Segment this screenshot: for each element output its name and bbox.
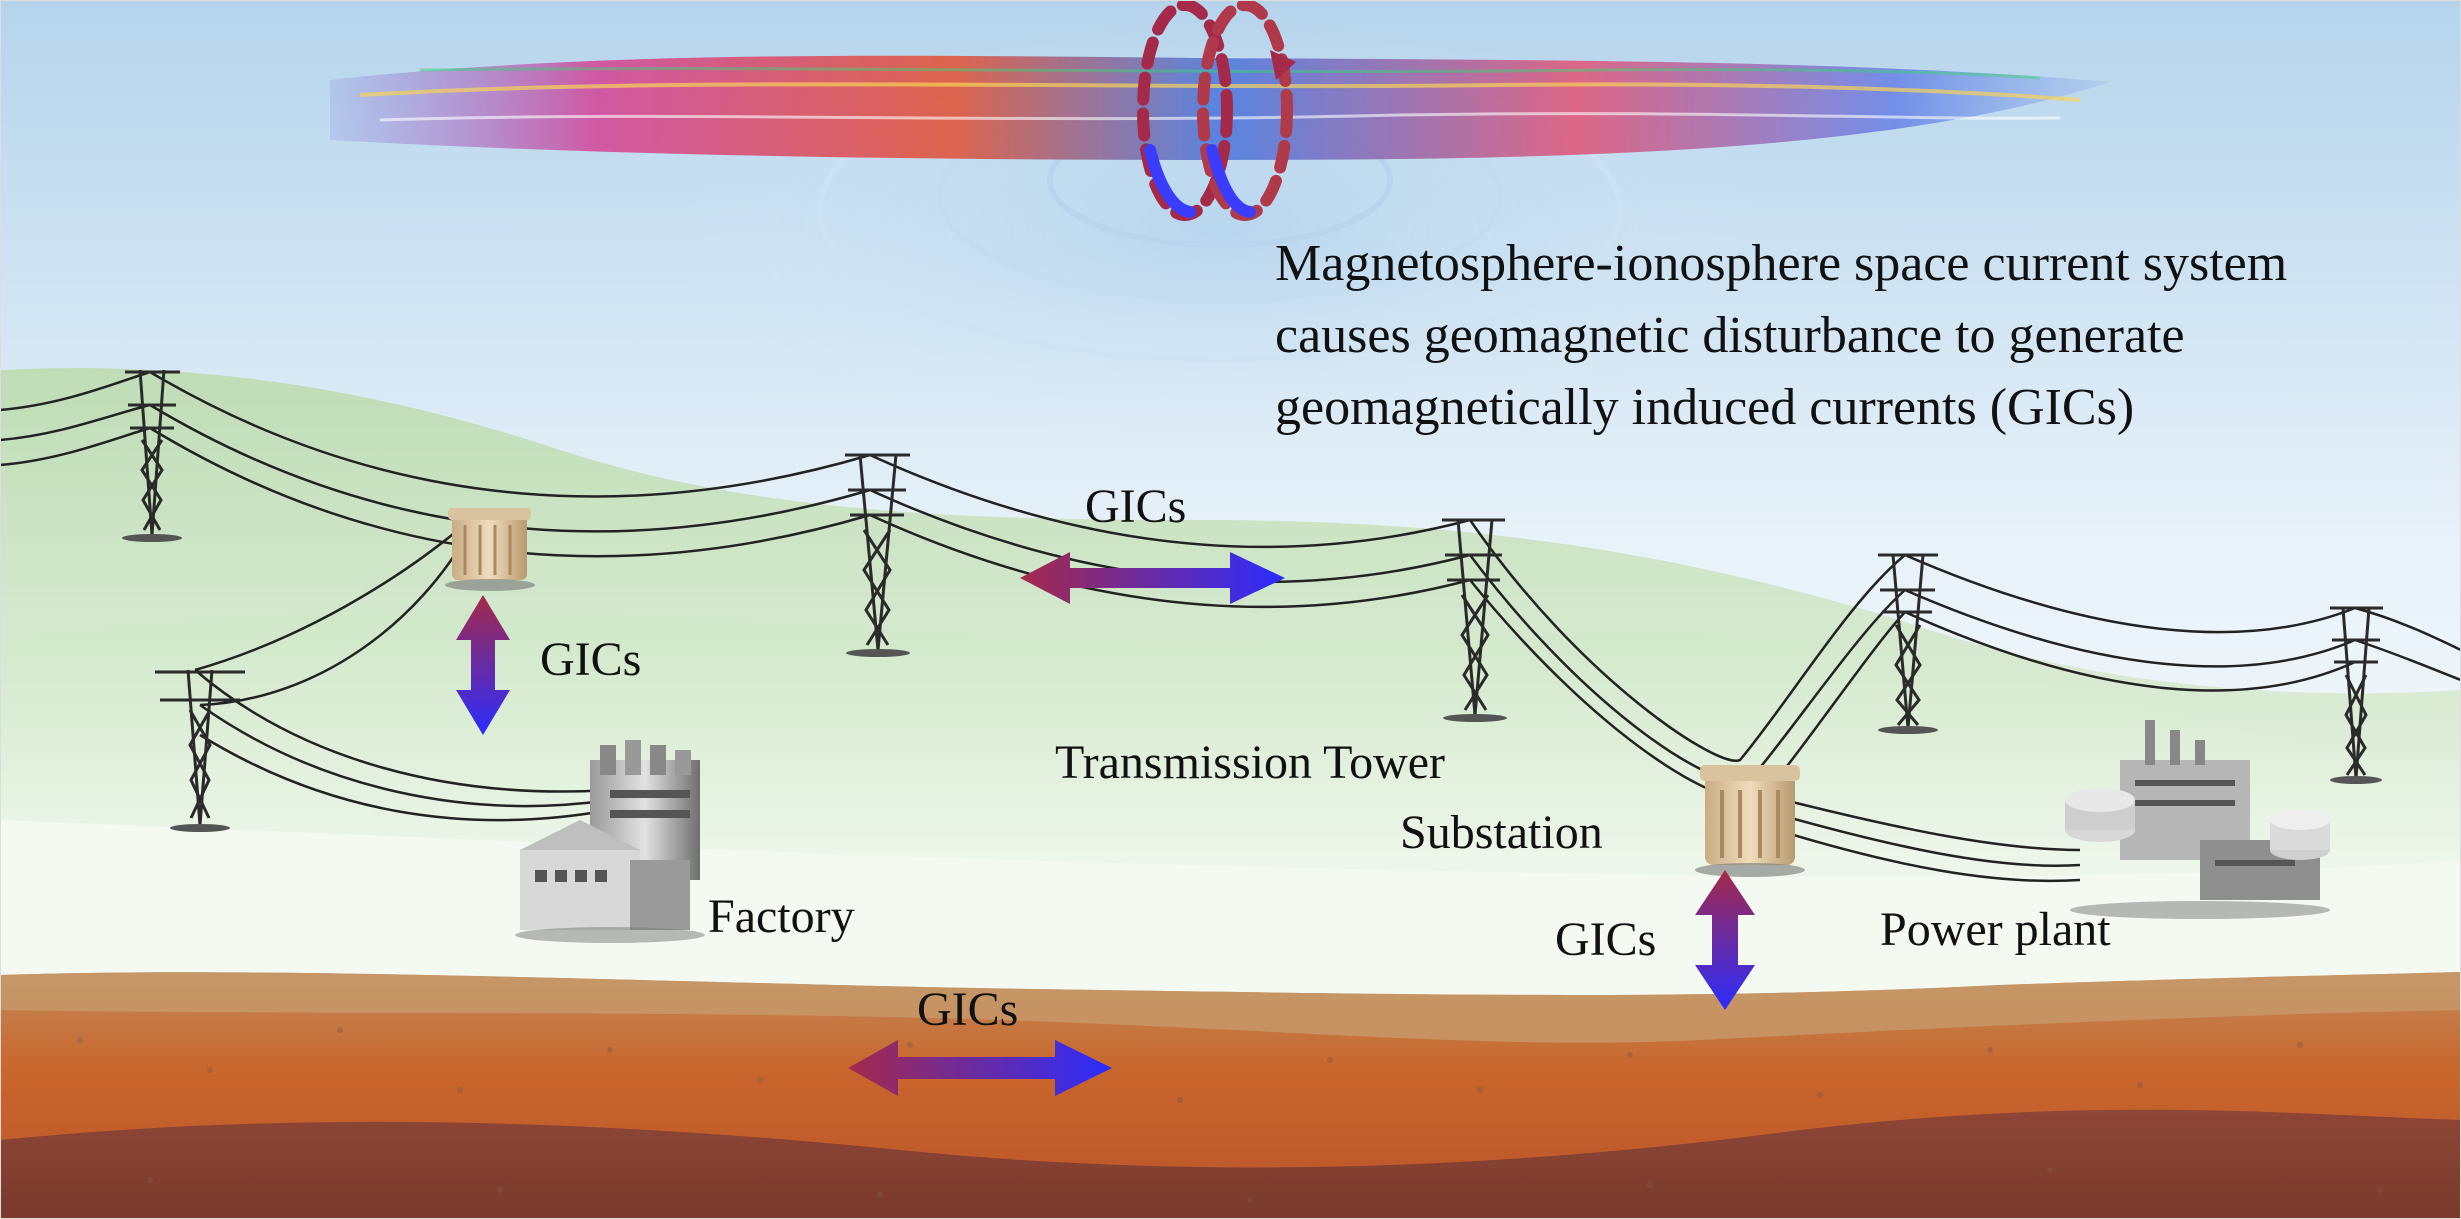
transmission-tower-1 [122,369,182,542]
label-gics-ground: GICs [917,983,1018,1036]
current-loop-icon [1137,0,1296,221]
transformer-left-icon [445,508,535,591]
ionosphere-current-band [330,55,2110,160]
caption-line2: causes geomagnetic disturbance to genera… [1275,307,2185,364]
label-transmission-tower: Transmission Tower [1055,736,1445,789]
caption-line3: geomagnetically induced currents (GICs) [1275,379,2134,436]
label-gics-substation: GICs [1555,913,1656,966]
transmission-tower-4 [1878,553,1938,734]
gics-arrow-transformer-left [456,595,510,735]
factory-icon [515,740,705,943]
power-plant-icon [2065,720,2330,919]
label-factory: Factory [708,890,855,943]
gics-arrow-line [1020,552,1285,604]
label-gics-transformer-left: GICs [540,633,641,686]
gics-arrow-substation [1695,870,1755,1010]
earth-layers [0,972,2461,1219]
transmission-tower-5 [2330,606,2383,784]
transmission-tower-small [155,669,245,832]
transmission-tower-2 [845,453,910,657]
caption-line1: Magnetosphere-ionosphere space current s… [1275,235,2287,292]
caption: Magnetosphere-ionosphere space current s… [1275,235,2287,436]
gics-arrow-ground [848,1040,1112,1096]
label-substation: Substation [1400,806,1603,859]
label-gics-line: GICs [1085,480,1186,533]
substation-transformer-icon [1695,765,1805,877]
transmission-tower-3 [1442,518,1507,722]
label-power-plant: Power plant [1880,903,2111,956]
